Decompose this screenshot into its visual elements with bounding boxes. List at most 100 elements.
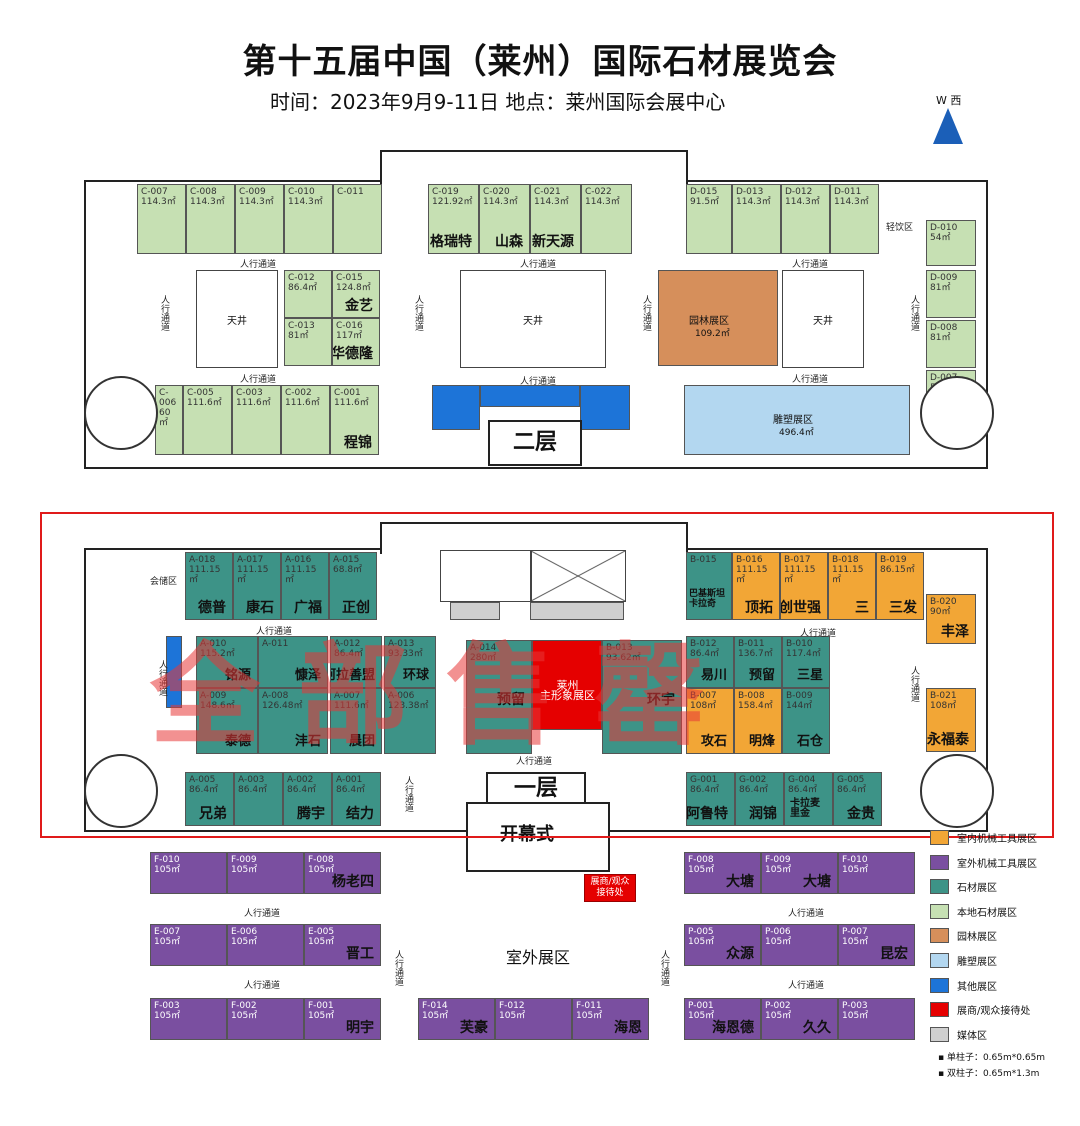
- aisle-label: 人行通道: [244, 909, 281, 919]
- booth-id: B-012: [690, 639, 717, 649]
- vertical-aisle-label: 人行通道: [641, 295, 651, 331]
- other-zone-mid[interactable]: [480, 385, 580, 407]
- garden-zone[interactable]: 园林展区 109.2㎡: [658, 270, 778, 366]
- other-zone-left[interactable]: [432, 385, 480, 430]
- booth-id: C-010: [288, 187, 315, 197]
- booth-area: 86.15㎡: [880, 565, 915, 575]
- aisle-label: 人行通道: [240, 260, 277, 270]
- booth-B-013[interactable]: B-013 93.62㎡ 环宇: [602, 640, 682, 754]
- booth-area: 117㎡: [336, 331, 363, 341]
- media-zone[interactable]: [530, 602, 624, 620]
- booth-C-011[interactable]: C-011: [333, 184, 382, 254]
- sculpture-zone[interactable]: 雕塑展区 496.4㎡: [684, 385, 910, 455]
- media-zone[interactable]: [450, 602, 500, 620]
- booth-id: A-008: [262, 691, 289, 701]
- booth-A-014[interactable]: A-014 280㎡ 预留: [466, 640, 532, 754]
- other-zone-left[interactable]: [166, 636, 182, 708]
- other-zone-right[interactable]: [580, 385, 630, 430]
- vertical-aisle-label: 人行通道: [393, 950, 403, 986]
- main-image-zone[interactable]: 莱州 主形象展区: [532, 640, 602, 730]
- reception-desk[interactable]: 展商/观众接待处: [584, 874, 636, 902]
